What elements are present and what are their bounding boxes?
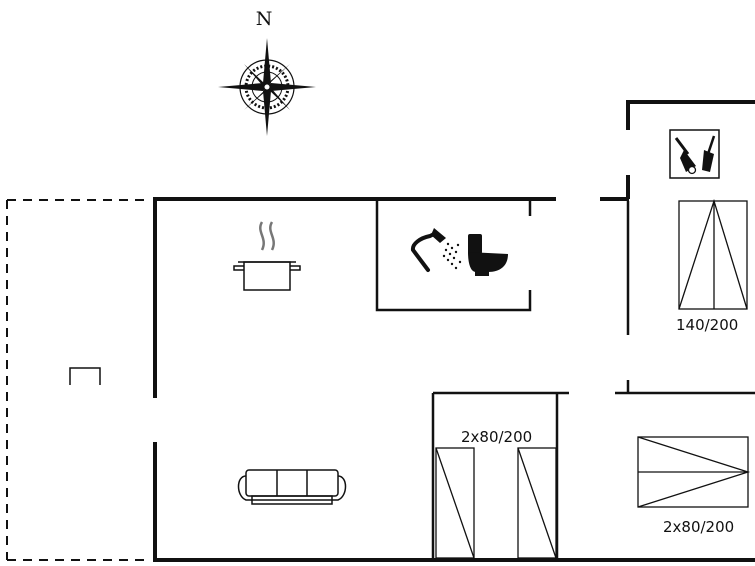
cooking-pot-icon xyxy=(233,221,301,291)
bed-label-right: 140/200 xyxy=(676,316,738,334)
garden-chair-icon xyxy=(69,367,101,385)
bed-label-middle: 2x80/200 xyxy=(461,428,532,446)
interior-walls xyxy=(375,201,755,560)
shower-icon xyxy=(410,228,462,272)
compass-north-label: N xyxy=(256,8,273,30)
bed-single-right xyxy=(517,447,557,559)
toilet-icon xyxy=(468,234,508,276)
bed-double xyxy=(678,198,748,310)
bed-twin-horizontal xyxy=(637,436,751,508)
bed-single-left xyxy=(435,447,475,559)
terrace-outline xyxy=(6,199,150,561)
bed-label-bottom-right: 2x80/200 xyxy=(663,518,734,536)
sofa-icon xyxy=(237,469,347,505)
tools-icon xyxy=(669,129,720,179)
compass-rose-icon: N xyxy=(218,8,316,136)
exterior-walls xyxy=(153,100,755,562)
